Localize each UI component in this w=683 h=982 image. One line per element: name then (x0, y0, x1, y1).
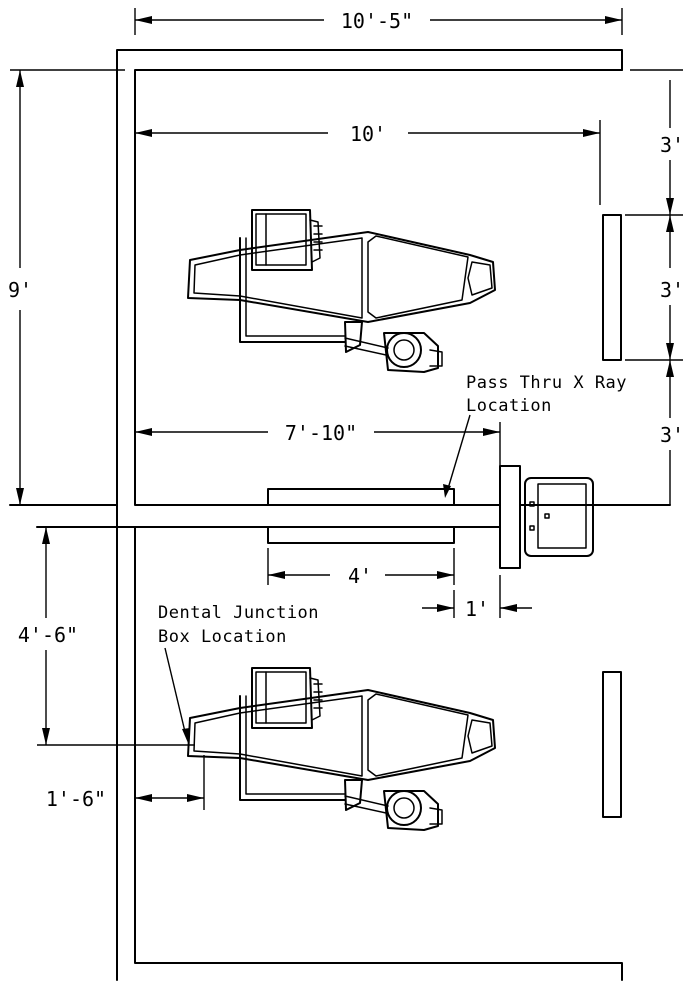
pass-thru-xray-lower (267, 526, 455, 544)
sink-faucet-top (529, 501, 535, 507)
sink-faucet-bottom (529, 525, 535, 531)
dim-junction-offset-label: 1'-6" (46, 787, 106, 811)
dim-counter-to-wall-label: 7'-10" (285, 421, 357, 445)
note-pass-thru: Pass Thru X Ray Location (443, 373, 627, 498)
inner-wall-lower (134, 526, 623, 981)
dimension-counter-to-wall: 7'-10" (135, 421, 501, 466)
dimension-inner-width: 10' (135, 120, 601, 205)
dental-chair-upper (187, 209, 496, 373)
dim-room-depth-label: 9' (8, 278, 32, 302)
dimension-overall-width: 10'-5" (134, 8, 623, 35)
pass-thru-xray-upper (267, 488, 455, 506)
dimension-pass-thru-width: 4' (267, 548, 455, 588)
note-pass-thru-line2: Location (466, 396, 552, 416)
dim-pass-thru-width-label: 4' (348, 564, 372, 588)
dim-segment-bottom-label: 3' (660, 423, 683, 447)
dim-pass-thru-offset-label: 1' (465, 597, 489, 621)
sink-cabinet (524, 477, 594, 557)
dimension-junction-offset: 1'-6" (46, 755, 205, 811)
dim-inner-width-label: 10' (350, 122, 386, 146)
dimension-junction-height: 4'-6" (18, 527, 195, 746)
note-junction-box: Dental Junction Box Location (158, 603, 319, 743)
dimension-pass-thru-offset: 1' (422, 575, 532, 621)
side-cabinet-upper (602, 214, 622, 361)
wall-post (499, 465, 521, 569)
sink-basin (537, 483, 587, 549)
note-junction-line2: Box Location (158, 627, 287, 647)
side-cabinet-lower (602, 671, 622, 818)
note-pass-thru-line1: Pass Thru X Ray (466, 373, 627, 393)
dim-segment-top-label: 3' (660, 133, 683, 157)
dim-junction-height-label: 4'-6" (18, 623, 78, 647)
outer-wall (116, 49, 623, 981)
dimension-right-segments: 3' 3' 3' (625, 69, 683, 505)
dimension-room-depth: 9' (8, 69, 125, 505)
sink-faucet-mid (544, 513, 550, 519)
dental-chair-lower (187, 667, 496, 831)
dim-segment-mid-label: 3' (660, 278, 683, 302)
note-junction-line1: Dental Junction (158, 603, 319, 623)
dim-overall-width-label: 10'-5" (341, 9, 413, 33)
